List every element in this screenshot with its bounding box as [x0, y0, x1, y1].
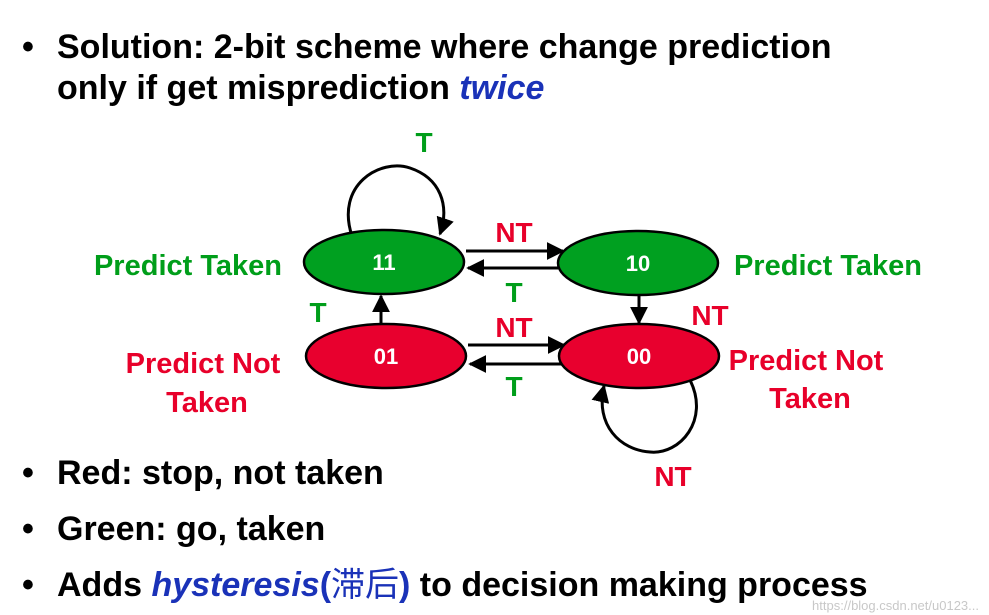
- state-10-description: Predict Taken: [734, 250, 922, 282]
- arrow-10-to-00-label: NT: [691, 300, 728, 331]
- state-01-description-line1: Predict Not: [126, 348, 281, 380]
- twice-emphasis: twice: [459, 69, 545, 107]
- state-00-description-line2: Taken: [769, 383, 851, 415]
- state-01-description-line2: Taken: [166, 387, 248, 419]
- hysteresis-paren-close: ): [399, 566, 411, 604]
- state-00: [557, 322, 721, 390]
- state-00-description-line1: Predict Not: [729, 345, 884, 377]
- self-loop-11-label: T: [415, 127, 432, 158]
- bullet-dot: •: [22, 28, 34, 66]
- arrow-00-to-01-label: T: [505, 371, 522, 402]
- state-10: [556, 229, 720, 297]
- line2-text: only if get misprediction: [57, 69, 460, 107]
- hysteresis-cjk: 滞后: [331, 565, 400, 605]
- arrow-11-to-10-label: NT: [495, 217, 532, 248]
- hysteresis-emphasis: hysteresis: [151, 566, 320, 604]
- hysteresis-pre: Adds: [57, 566, 152, 604]
- state-01-label: 01: [374, 344, 398, 369]
- bullet-dot: •: [22, 454, 34, 492]
- self-loop-11: [346, 164, 454, 237]
- state-00-label: 00: [627, 344, 651, 369]
- state-11-label: 11: [372, 250, 395, 275]
- bullet-solution-line2: only if get misprediction twice: [57, 68, 544, 109]
- bullet-dot: •: [22, 510, 34, 548]
- self-loop-00-label: NT: [654, 461, 691, 492]
- state-01: [304, 322, 468, 390]
- state-10-label: 10: [626, 251, 650, 276]
- arrow-01-to-11-label: T: [309, 297, 326, 328]
- bullet-hysteresis-text: Adds hysteresis(滞后) to decision making p…: [57, 565, 868, 606]
- bullet-red-text: Red: stop, not taken: [57, 454, 384, 492]
- bullet-dot: •: [22, 566, 34, 604]
- bullet-solution-line1: Solution: 2-bit scheme where change pred…: [57, 28, 832, 66]
- self-loop-00: [591, 379, 698, 454]
- arrow-01-to-00-label: NT: [495, 312, 532, 343]
- hysteresis-paren-open: (: [319, 566, 332, 604]
- state-11: [302, 228, 466, 296]
- hysteresis-post: to decision making process: [410, 566, 868, 604]
- arrow-10-to-11-label: T: [505, 277, 522, 308]
- state-11-description: Predict Taken: [94, 250, 282, 282]
- watermark: https://blog.csdn.net/u0123...: [812, 598, 979, 613]
- bullet-green-text: Green: go, taken: [57, 510, 326, 548]
